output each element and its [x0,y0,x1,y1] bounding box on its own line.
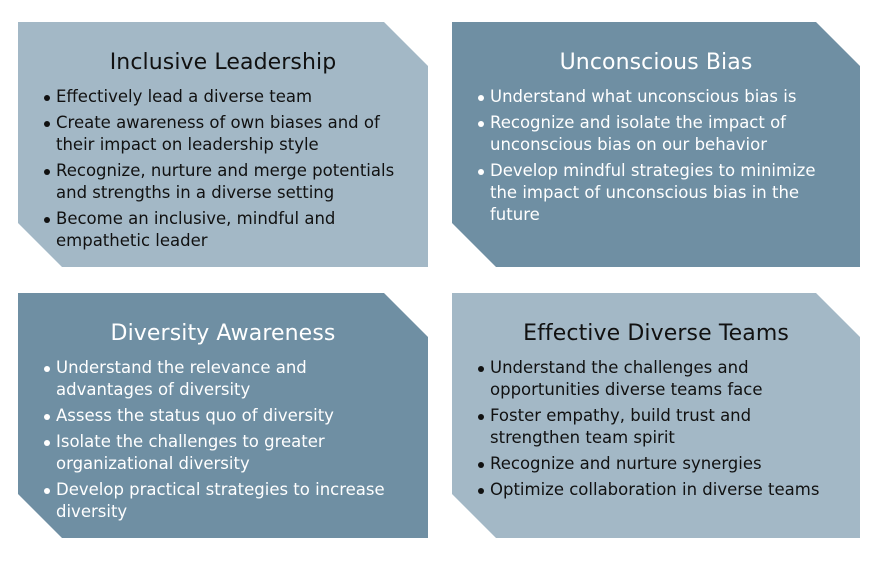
card-title: Inclusive Leadership [109,50,337,75]
card-title: Unconscious Bias [559,50,753,75]
bullet-item: Develop practical strategies to increase… [44,479,408,523]
bullet-list: Understand what unconscious bias is Reco… [452,86,860,226]
bullet-item: Optimize collaboration in diverse teams [478,479,840,501]
card-inclusive-leadership: Inclusive Leadership Effectively lead a … [18,22,428,267]
card-diversity-awareness: Diversity Awareness Understand the relev… [18,293,428,538]
bullet-item: Recognize and isolate the impact of unco… [478,112,840,156]
card-title: Effective Diverse Teams [523,321,789,346]
bullet-item: Create awareness of own biases and of th… [44,112,408,156]
bullet-list: Effectively lead a diverse team Create a… [18,86,428,252]
bullet-item: Assess the status quo of diversity [44,405,408,427]
card-unconscious-bias: Unconscious Bias Understand what unconsc… [452,22,860,267]
bullet-item: Become an inclusive, mindful and empathe… [44,208,408,252]
bullet-item: Understand the challenges and opportunit… [478,357,840,401]
bullet-item: Isolate the challenges to greater organi… [44,431,408,475]
bullet-list: Understand the relevance and advantages … [18,357,428,523]
bullet-item: Recognize and nurture synergies [478,453,840,475]
bullet-item: Understand the relevance and advantages … [44,357,408,401]
card-title: Diversity Awareness [110,321,336,346]
bullet-item: Recognize, nurture and merge potentials … [44,160,408,204]
card-effective-diverse-teams: Effective Diverse Teams Understand the c… [452,293,860,538]
bullet-item: Understand what unconscious bias is [478,86,840,108]
bullet-item: Foster empathy, build trust and strength… [478,405,840,449]
bullet-list: Understand the challenges and opportunit… [452,357,860,501]
bullet-item: Effectively lead a diverse team [44,86,408,108]
bullet-item: Develop mindful strategies to minimize t… [478,160,840,226]
